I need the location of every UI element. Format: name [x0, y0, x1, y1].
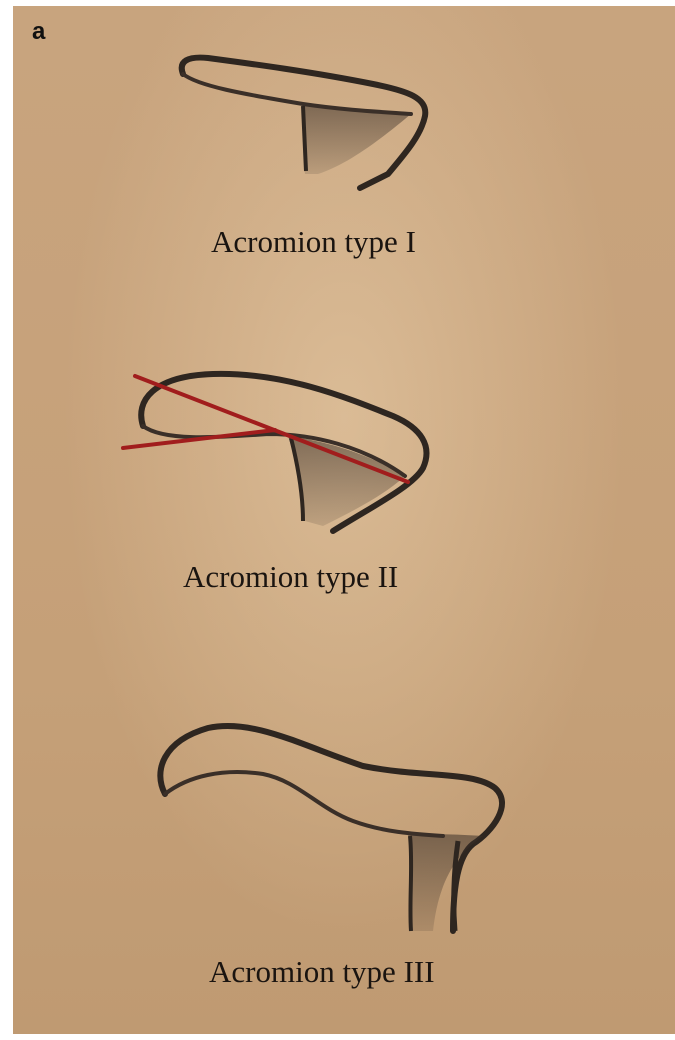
- acromion-base-line: [123, 430, 275, 448]
- acromion-type-2-drawing: [123, 374, 426, 531]
- acromion-type-1-drawing: [182, 58, 426, 188]
- panel-label: a: [32, 20, 45, 44]
- sketch-photo: a Acromion type I Acromion type II Acrom…: [13, 6, 675, 1034]
- caption-type-2: Acromion type II: [183, 561, 398, 592]
- caption-type-3: Acromion type III: [209, 956, 435, 987]
- acromion-sketches: [13, 6, 675, 1034]
- caption-type-1: Acromion type I: [211, 226, 416, 257]
- acromion-type-3-drawing: [160, 726, 502, 931]
